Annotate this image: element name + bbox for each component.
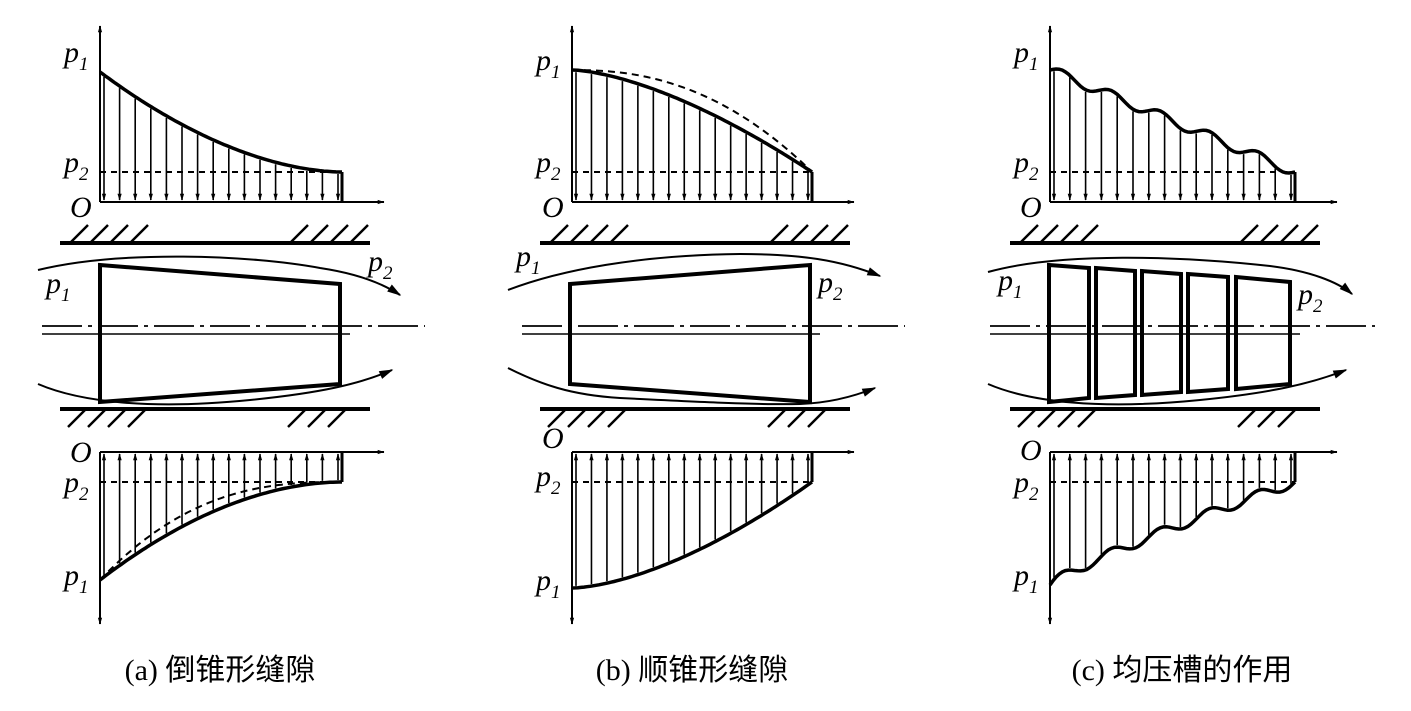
panel-b-bottom-pressure-curve <box>571 480 814 590</box>
panel-b-top-p2-label: p2 <box>534 146 561 185</box>
panel-a-bottom-p2-label: p2 <box>62 466 89 505</box>
panel-b: p1 p2 p1 p2 O O p2 p1 (b) 顺锥形缝隙 <box>507 25 905 687</box>
panel-a-caption: (a) 倒锥形缝隙 <box>125 654 316 687</box>
panel-a-bottom-p1-label: p1 <box>62 559 89 598</box>
panel-a-taper-spool <box>98 262 342 405</box>
panel-b-top-origin-label: O <box>542 191 564 224</box>
panel-b-bottom-origin-label: O <box>542 422 564 455</box>
panel-a-top-p2-label: p2 <box>62 146 89 185</box>
panel-b-taper-spool <box>568 262 812 405</box>
panel-a-top-p1-label: p1 <box>62 36 89 75</box>
panel-a-bottom-origin-label: O <box>70 436 92 469</box>
panel-b-flow-label-left: p1 <box>514 240 541 279</box>
panel-c-bottom-p2-label: p2 <box>1012 466 1039 505</box>
panel-c-top-origin-label: O <box>1020 191 1042 224</box>
panel-a-flow-label-left: p1 <box>44 267 71 306</box>
panel-c-upper-flow-arrow <box>987 256 1354 295</box>
panel-a-bottom-pressure-chart <box>97 449 385 625</box>
panel-a-lower-flow-arrow <box>37 369 394 406</box>
panel-b-upper-flow-arrow <box>507 252 882 291</box>
panel-c: p1 p2 p1 p2 O O p2 p1 (c) 均压槽的作用 <box>987 25 1375 687</box>
panel-b-caption: (b) 顺锥形缝隙 <box>596 654 788 687</box>
panel-c-grooved-spool <box>1047 262 1292 405</box>
panel-a-upper-flow-arrow <box>37 255 402 296</box>
panel-c-bottom-pressure-chart <box>1047 449 1338 625</box>
panel-c-caption: (c) 均压槽的作用 <box>1072 654 1293 687</box>
panel-c-flow-label-right: p2 <box>1296 278 1323 317</box>
panel-b-top-ideal-pressure-curve <box>572 69 813 173</box>
panel-a-top-pressure-chart <box>97 25 385 205</box>
panel-a: p1 p2 p1 p2 O O p2 p1 (a) 倒锥形缝隙 <box>37 25 425 687</box>
panel-b-bottom-pressure-chart <box>569 449 855 625</box>
panel-a-bottom-pressure-curve <box>98 480 342 582</box>
panel-c-bottom-pressure-curve <box>1048 480 1297 587</box>
panel-a-bottom-ideal-pressure-curve <box>99 481 342 581</box>
panel-a-upper-wall <box>60 224 370 245</box>
panel-b-flow-label-right: p2 <box>816 266 843 305</box>
panel-b-lower-flow-arrow <box>507 367 877 406</box>
panel-c-top-pressure-curve <box>1049 67 1296 175</box>
panel-a-lower-wall <box>60 407 370 428</box>
panel-a-top-origin-label: O <box>70 191 92 224</box>
panel-c-flow-label-left: p1 <box>996 264 1023 303</box>
panel-c-top-p1-label: p1 <box>1012 36 1039 75</box>
panel-c-lower-wall <box>1010 407 1320 428</box>
panel-b-upper-wall <box>540 224 850 245</box>
panel-b-top-pressure-chart <box>569 25 855 205</box>
panel-b-top-pressure-curve <box>571 68 813 174</box>
panel-b-bottom-p2-label: p2 <box>534 460 561 499</box>
panel-c-top-p2-label: p2 <box>1012 146 1039 185</box>
panel-a-top-pressure-curve <box>98 70 342 174</box>
panel-b-lower-wall <box>540 407 850 428</box>
panel-c-top-pressure-chart <box>1047 25 1338 205</box>
panel-b-bottom-p1-label: p1 <box>534 564 561 603</box>
panel-c-bottom-p1-label: p1 <box>1012 559 1039 598</box>
panel-a-flow-label-right: p2 <box>366 245 393 284</box>
panel-c-upper-wall <box>1010 224 1320 245</box>
panel-b-top-p1-label: p1 <box>534 44 561 83</box>
panel-c-lower-flow-arrow <box>987 369 1348 406</box>
panel-c-bottom-origin-label: O <box>1020 434 1042 467</box>
